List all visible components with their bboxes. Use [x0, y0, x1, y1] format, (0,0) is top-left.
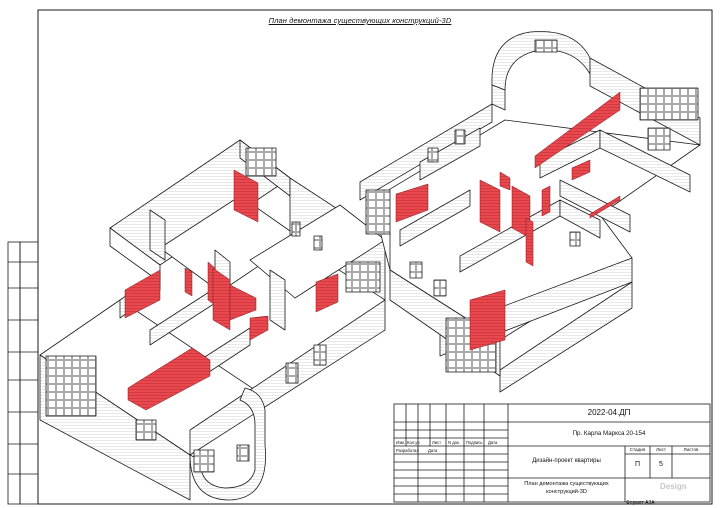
- demolition-wall: [525, 217, 534, 267]
- demolition-wall: [499, 171, 511, 191]
- demolition-wall: [479, 179, 501, 233]
- col-data: Дата: [488, 440, 498, 445]
- project-name: Дизайн-проект квартиры: [532, 458, 601, 464]
- demolition-wall: [589, 195, 621, 219]
- sheet-value: 5: [659, 461, 663, 468]
- demolition-wall: [315, 273, 339, 313]
- format-label: Формат А3А: [626, 500, 655, 506]
- sheets-header: Листов: [683, 447, 699, 452]
- col-izm: Изм.: [396, 440, 405, 445]
- developed-label: Разработал: [396, 448, 419, 453]
- demolition-wall: [184, 267, 193, 297]
- demolition-walls-left: [124, 169, 339, 411]
- demolition-walls-right: [395, 91, 621, 351]
- demolition-wall: [229, 284, 257, 321]
- demolition-wall: [127, 347, 211, 411]
- col-kol-uch: Кол.уч: [407, 440, 420, 445]
- drawing-name-line1: План демонтажа существующих: [524, 481, 609, 487]
- col-n-dok: N док.: [448, 440, 460, 445]
- col-podpis: Подпись: [466, 440, 483, 445]
- demolition-wall: [469, 289, 506, 351]
- demolition-wall: [571, 159, 591, 181]
- demolition-wall: [249, 315, 269, 341]
- right-apartment-block: [359, 31, 701, 393]
- title-block-lines: [393, 403, 711, 503]
- demolition-wall: [395, 183, 429, 223]
- binding-strip: [7, 241, 39, 505]
- demolition-wall: [233, 169, 259, 223]
- left-apartment-block: [39, 139, 386, 501]
- drawing-name-line2: конструкций-3D: [546, 489, 587, 495]
- sheet-header: Лист: [656, 447, 666, 452]
- demolition-wall: [124, 269, 161, 319]
- col-list: Лист: [432, 440, 442, 445]
- date-label: Дата: [428, 448, 438, 453]
- doc-code: 2022-04.ДП: [587, 408, 631, 417]
- address: Пр. Карла Маркса 20-154: [572, 430, 646, 437]
- demolition-wall: [541, 185, 551, 217]
- demolition-wall: [212, 267, 231, 331]
- stage-value: П: [634, 461, 641, 468]
- watermark: Design: [660, 482, 687, 491]
- demolition-wall: [534, 91, 621, 169]
- sheet-title: План демонтажа существующих конструкций-…: [268, 16, 452, 25]
- stage-header: Стадия: [629, 447, 646, 452]
